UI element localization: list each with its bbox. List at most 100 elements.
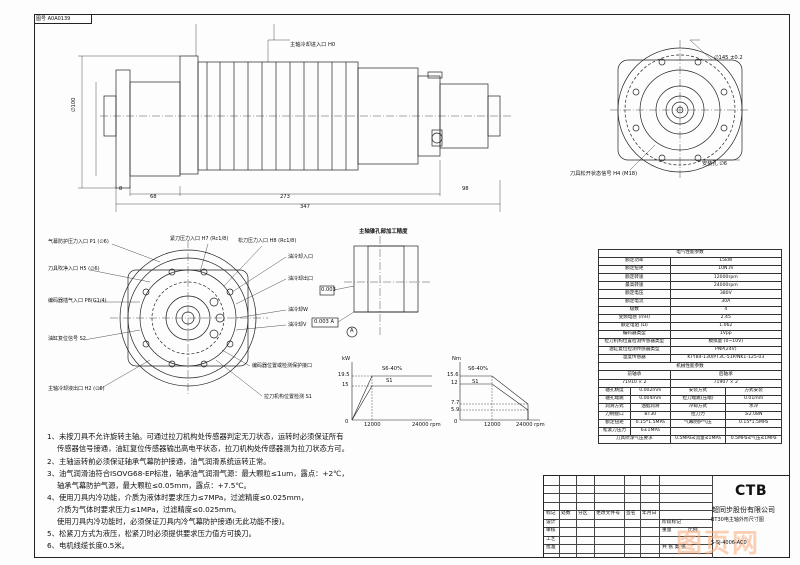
tb-count: 处数: [561, 511, 571, 516]
mech-cell: 0.15*1.5MPa: [725, 418, 782, 429]
torque-tick-24000: 24000 rpm: [516, 422, 545, 428]
front-end-view: [83, 240, 287, 397]
mech-cell: 拉刀力: [669, 410, 727, 420]
power-tick-15: 15: [342, 382, 349, 388]
spec-value: KTY84-130/PT3C-51P/NK1-125-03: [669, 354, 783, 364]
doc-number: S-SJ-4006-AC0: [711, 540, 747, 546]
power-tick-0: 0: [345, 419, 349, 425]
note-line: 6、电机线缆长度0.5米。: [47, 541, 129, 550]
tb-approve: 批准: [546, 545, 556, 550]
tb-weight: 重量: [662, 528, 672, 533]
mech-cell: 0.004mm: [629, 394, 671, 404]
spec-name: 拉刀机构位置检测传感器类型: [598, 338, 671, 348]
tb-sign: 签名: [626, 511, 636, 516]
torque-tick-7: 7.7: [451, 400, 460, 406]
power-chart: [351, 362, 432, 421]
spec-name: 额定转速: [598, 273, 671, 283]
mech-cell: [669, 427, 727, 437]
bearing-front-head: 前轴承: [598, 370, 671, 380]
dim-overall: 347: [300, 204, 310, 210]
torque-tick-15: 15.6: [447, 372, 459, 378]
spec-value: 2.45: [669, 313, 783, 323]
dim-diameter: ∅100: [71, 97, 77, 112]
mech-cell: 方式安装: [725, 386, 782, 396]
spec-value: 1.062: [669, 321, 783, 331]
power-s6: S6-40%: [382, 366, 402, 372]
note-line: 轴承气幕防护气源，最大颗粒≤0.05mm，露点：+7.5℃。: [57, 481, 251, 490]
title-block: 标记 处数 分区 更改文件号 签名 年月日 设计 阶段标记 审核 重量 比例 工…: [543, 475, 790, 558]
power-s1: S1: [386, 378, 393, 384]
watermark: 图页网: [676, 529, 761, 559]
tolerance-2: 0.003 A: [314, 319, 335, 325]
label-drawbar-sensor: 拉刀机构位置检测 S1: [264, 394, 312, 400]
label-encoder-protect: 编码器位置或检测保护接口: [252, 363, 313, 369]
tb-scale: 比例: [688, 528, 698, 533]
label-clamp-pressure: 紧刀压力入口 H7 (Rc1/8): [170, 236, 229, 242]
tb-change: 更改文件号: [596, 511, 620, 516]
mech-cell: 0.01mm: [725, 394, 782, 404]
spec-name: 额定电流: [598, 297, 671, 307]
bearing-rear-val: 71907 × 2: [669, 378, 783, 388]
mech-cell: 轴孔精度: [598, 386, 631, 396]
label-encoder-air: 编码器插气入口 P8(G1/4): [48, 298, 107, 304]
mech-cell: 0.002mm: [629, 386, 671, 396]
spec-value: 12000rpm: [669, 273, 783, 283]
tb-sheets: 共 张 第 张: [662, 545, 686, 550]
power-tick-24000: 24000 rpm: [412, 422, 441, 428]
dim-body: 273: [280, 194, 290, 200]
tb-mark: 标记: [546, 511, 556, 516]
spec-name: 油缸复位检测传感器类型: [598, 346, 671, 356]
spec-name: 极数: [598, 305, 671, 315]
spec-value: 模拟量 (0~10V): [669, 338, 783, 348]
torque-chart: [459, 362, 540, 421]
torque-s6: S6-40%: [468, 366, 488, 372]
mech-cell: ≥2.08N: [725, 410, 782, 420]
label-oil-in: 油冷却入口: [288, 254, 314, 260]
note-line: 介质为气体时要求压力≤1MPa，过滤精度≤0.025mm。: [57, 505, 241, 514]
air-req-label: 刀具吹净气压要求: [598, 435, 671, 445]
label-release-pressure: 松刀压力入口 H8 (Rc1/8): [238, 238, 297, 244]
mech-cell: 水冷: [725, 402, 782, 412]
callout-diameter: ∅145 ±0.2: [714, 55, 743, 61]
spec-name: 最高转速: [598, 281, 671, 291]
company-name: 超同步股份有限公司: [712, 506, 775, 514]
mech-cell: 6±1MPa: [629, 427, 671, 437]
datum-a: A: [350, 328, 354, 334]
spec-value: 30A: [669, 297, 783, 307]
note-line: 传感器信号接通，油缸复位传感器输出高电平状态，拉刀机构处传感器测为拉刀状态方可。: [57, 444, 349, 453]
tb-zone: 分区: [578, 511, 588, 516]
mech-cell: 拉刀端跳(压端): [669, 394, 727, 404]
power-unit: kW: [342, 356, 351, 362]
callout-tool-release: 刀具松开状态信号 H4 (M18): [570, 171, 638, 177]
spec-name: 额定功率: [598, 257, 671, 267]
spec-title: 电气性能参数: [598, 248, 782, 259]
note-line: 4、使用刀具内冷功能，介质为液体时要求压力≤7MPa，过滤精度≤0.025mm，: [47, 493, 309, 502]
tb-process: 工艺: [546, 536, 556, 542]
tb-review: 审核: [546, 528, 556, 533]
torque-tick-0: 0: [454, 419, 458, 425]
top-callout-coolant: 主轴冷却进入口 H0: [290, 42, 336, 48]
mech-cell: 轴孔端跳: [598, 394, 631, 404]
spec-name: 变频电感 (mH): [598, 313, 671, 323]
tb-date: 年月日: [642, 511, 657, 516]
torque-s1: S1: [472, 379, 479, 385]
spec-name: 额定扭矩: [598, 265, 671, 275]
dim-flange: 68: [150, 194, 157, 200]
spec-name: 编码器类型: [598, 329, 671, 340]
torque-unit: Nm: [452, 356, 461, 362]
taper-section: [311, 236, 430, 338]
spec-name: 额定电压: [598, 289, 671, 299]
power-tick-19: 19.5: [338, 372, 350, 378]
note-line: 1、未按刀具不允许旋转主轴。可通过拉刀机构处传感器判定无刀状态，运转时必须保证所…: [47, 432, 344, 441]
mech-cell: 松紧刀压力: [598, 427, 631, 437]
bearing-front-val: 71910 × 2: [598, 378, 671, 388]
torque-tick-12000: 12000: [484, 422, 501, 428]
spec-value: 10N.m: [669, 265, 783, 275]
drawing-title: BT30电主轴外形尺寸图: [711, 517, 764, 523]
spec-value: 4: [669, 305, 783, 315]
mech-cell: BT30: [629, 410, 671, 420]
label-tool-blow: 刀具吹净入口 H5 (∅6): [48, 266, 100, 272]
company-logo: CTB: [735, 483, 767, 499]
side-view: [78, 24, 512, 212]
